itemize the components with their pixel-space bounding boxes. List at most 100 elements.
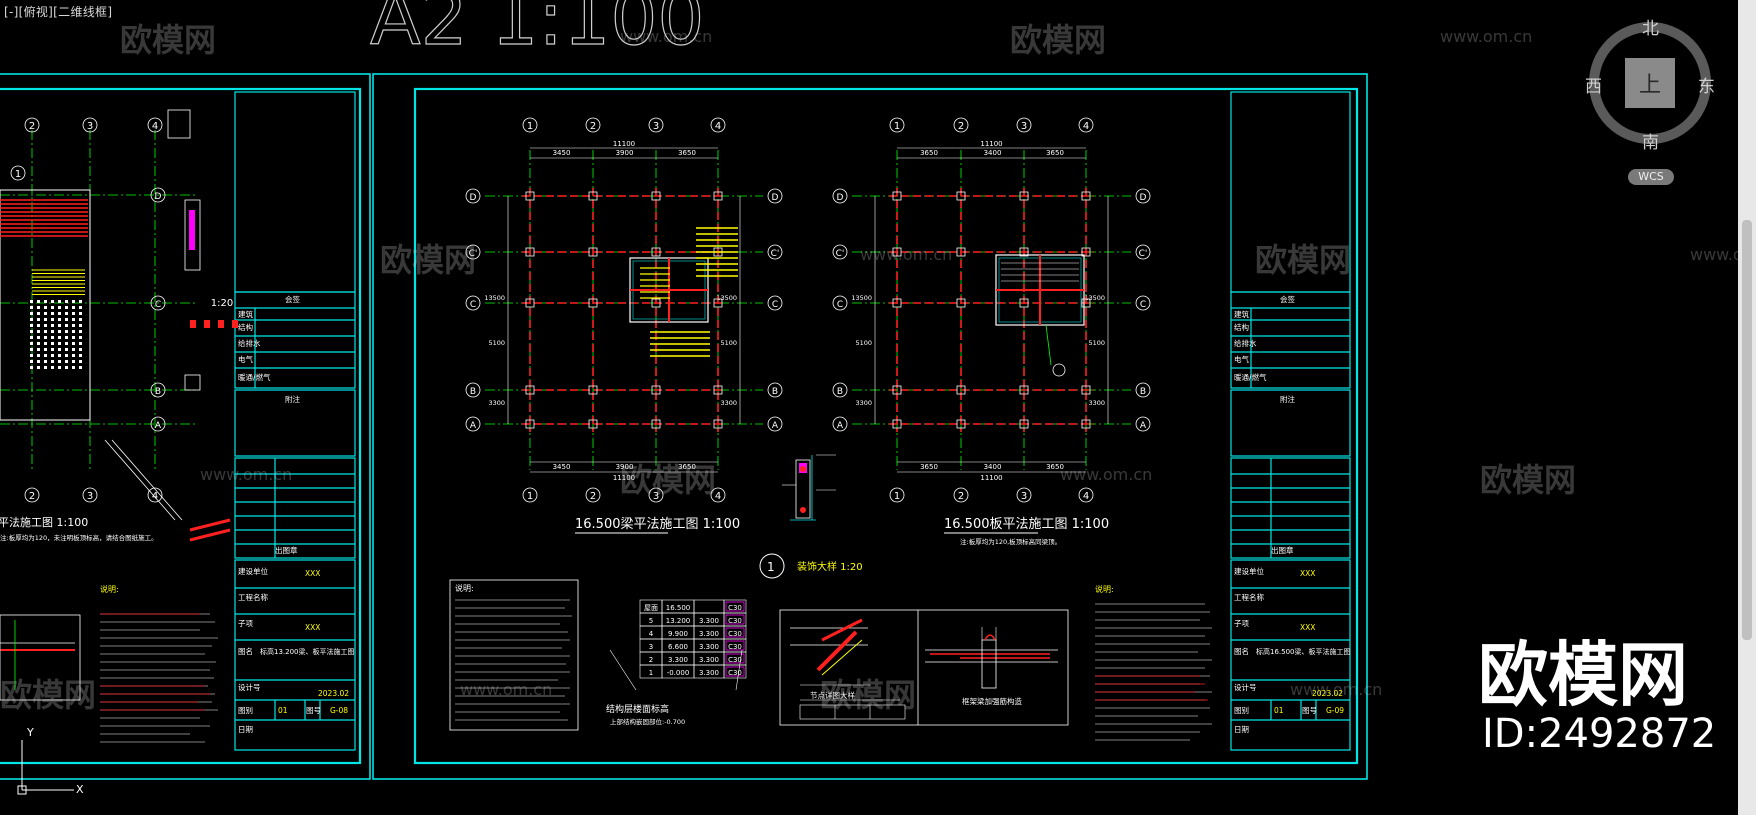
structural-column (1081, 298, 1091, 308)
hatch-dot (79, 312, 82, 315)
elev-table-text: 3.300 (699, 630, 719, 638)
axis-bubble (465, 416, 481, 432)
structural-column (1081, 247, 1091, 257)
detail-box (167, 109, 191, 139)
hatch-dot (51, 336, 54, 339)
axis-bubble (648, 117, 664, 133)
svg-text:Y: Y (26, 726, 34, 739)
structural-column (1081, 419, 1091, 429)
hatch-dot (44, 312, 47, 315)
structural-column (1019, 191, 1029, 201)
compass-south[interactable]: 南 (1642, 133, 1659, 153)
dimension-text: 3650 (920, 149, 938, 157)
dimension-text: 3450 (553, 463, 571, 471)
axis-number-label: 1 (894, 491, 900, 502)
hatch-dot (58, 342, 61, 345)
structural-column (588, 385, 598, 395)
elev-table-text: 6.600 (668, 643, 688, 651)
watermark-logo: 欧模网 (1480, 461, 1577, 499)
axis-bubble (1016, 117, 1032, 133)
hatch-dot (65, 342, 68, 345)
structural-column (525, 191, 535, 201)
hatch-dot (30, 324, 33, 327)
hatch-dot (58, 318, 61, 321)
dimension-side-text: 5100 (720, 339, 737, 347)
tbl-right-project-value: XXX (1300, 569, 1315, 578)
stair-section (111, 439, 183, 521)
elev-table-cell (693, 599, 725, 614)
tbl-left-row-3: 给排水 (238, 338, 261, 348)
notes-left (100, 613, 218, 743)
watermark-logo: 欧模网 (0, 676, 97, 714)
hatch-dot (72, 348, 75, 351)
tbl-left-row-2: 结构 (238, 322, 253, 332)
hatch-dot (30, 300, 33, 303)
hatch-dot (51, 330, 54, 333)
viewport-controls-label[interactable]: [-][俯视][二维线框] (4, 5, 113, 19)
watermark-logo: 欧模网 (820, 676, 917, 714)
tbl-right-number-value: G-09 (1326, 706, 1344, 715)
sheet-frame-left-inner (0, 87, 362, 765)
structural-column (1019, 419, 1029, 429)
tbl-right-date-value: 2023.02 (1312, 689, 1343, 698)
hatch-dot (37, 360, 40, 363)
hatch-dot (51, 354, 54, 357)
dimension-side-text: 5100 (855, 339, 872, 347)
tbl-left-project-label: 建设单位 (238, 566, 268, 576)
compass-north[interactable]: 北 (1642, 19, 1659, 39)
notes-right-label: 说明: (1095, 584, 1114, 594)
dimension-side-text: 5100 (1088, 339, 1105, 347)
axis-bubble (24, 487, 40, 503)
axis-bubble (1135, 382, 1151, 398)
axis-number-label: 3 (87, 121, 93, 132)
slab-plan-title: 16.500板平法施工图 1:100 (944, 517, 1109, 532)
elev-table-text: 3.300 (668, 656, 688, 664)
elev-table-text: C30 (728, 643, 742, 651)
tbl-left-row-1: 建筑 (238, 309, 253, 319)
watermark-url: www.om.cn (620, 27, 713, 46)
dimension-text: 3650 (1046, 149, 1064, 157)
compass-west[interactable]: 西 (1585, 77, 1602, 97)
hatch-dot (58, 366, 61, 369)
structural-column (892, 191, 902, 201)
elev-table-text: C30 (728, 656, 742, 664)
watermark-url: www.om.cn (860, 245, 953, 264)
rebar-mark (204, 320, 210, 328)
axis-bubble (150, 416, 166, 432)
axis-letter-label: C' (1139, 249, 1148, 259)
axis-number-label: 4 (715, 491, 721, 502)
hatch-dot (37, 366, 40, 369)
hatch-dot (58, 324, 61, 327)
notes-box-main (449, 579, 579, 731)
hatch-dot (51, 342, 54, 345)
axis-number-label: 2 (590, 121, 596, 132)
axis-bubble (465, 188, 481, 204)
concrete-grade-box (725, 614, 745, 625)
structural-column (956, 298, 966, 308)
hatch-dot (44, 366, 47, 369)
axis-number-label: 2 (958, 491, 964, 502)
hatch-dot (65, 318, 68, 321)
sheet-frame-left (0, 73, 371, 780)
axis-bubble (150, 295, 166, 311)
hatch-dot (44, 318, 47, 321)
tbl-right-row-4: 电气 (1234, 354, 1250, 364)
viewcube-top-face[interactable]: 上 (1625, 58, 1675, 108)
hatch-dot (79, 354, 82, 357)
axis-bubble (465, 244, 481, 260)
hatch-dot (58, 306, 61, 309)
elev-table-text: C30 (728, 617, 742, 625)
watermark-logo: 欧模网 (120, 21, 217, 59)
axis-number-label: 2 (590, 491, 596, 502)
compass-east[interactable]: 东 (1698, 77, 1715, 97)
structural-column (956, 419, 966, 429)
scrollbar-thumb[interactable] (1742, 220, 1752, 640)
dimension-text: 3400 (984, 149, 1002, 157)
tbl-right-row-5: 暖通/燃气 (1234, 372, 1267, 382)
wcs-menu-button[interactable]: WCS (1628, 169, 1674, 185)
hatch-dot (79, 324, 82, 327)
